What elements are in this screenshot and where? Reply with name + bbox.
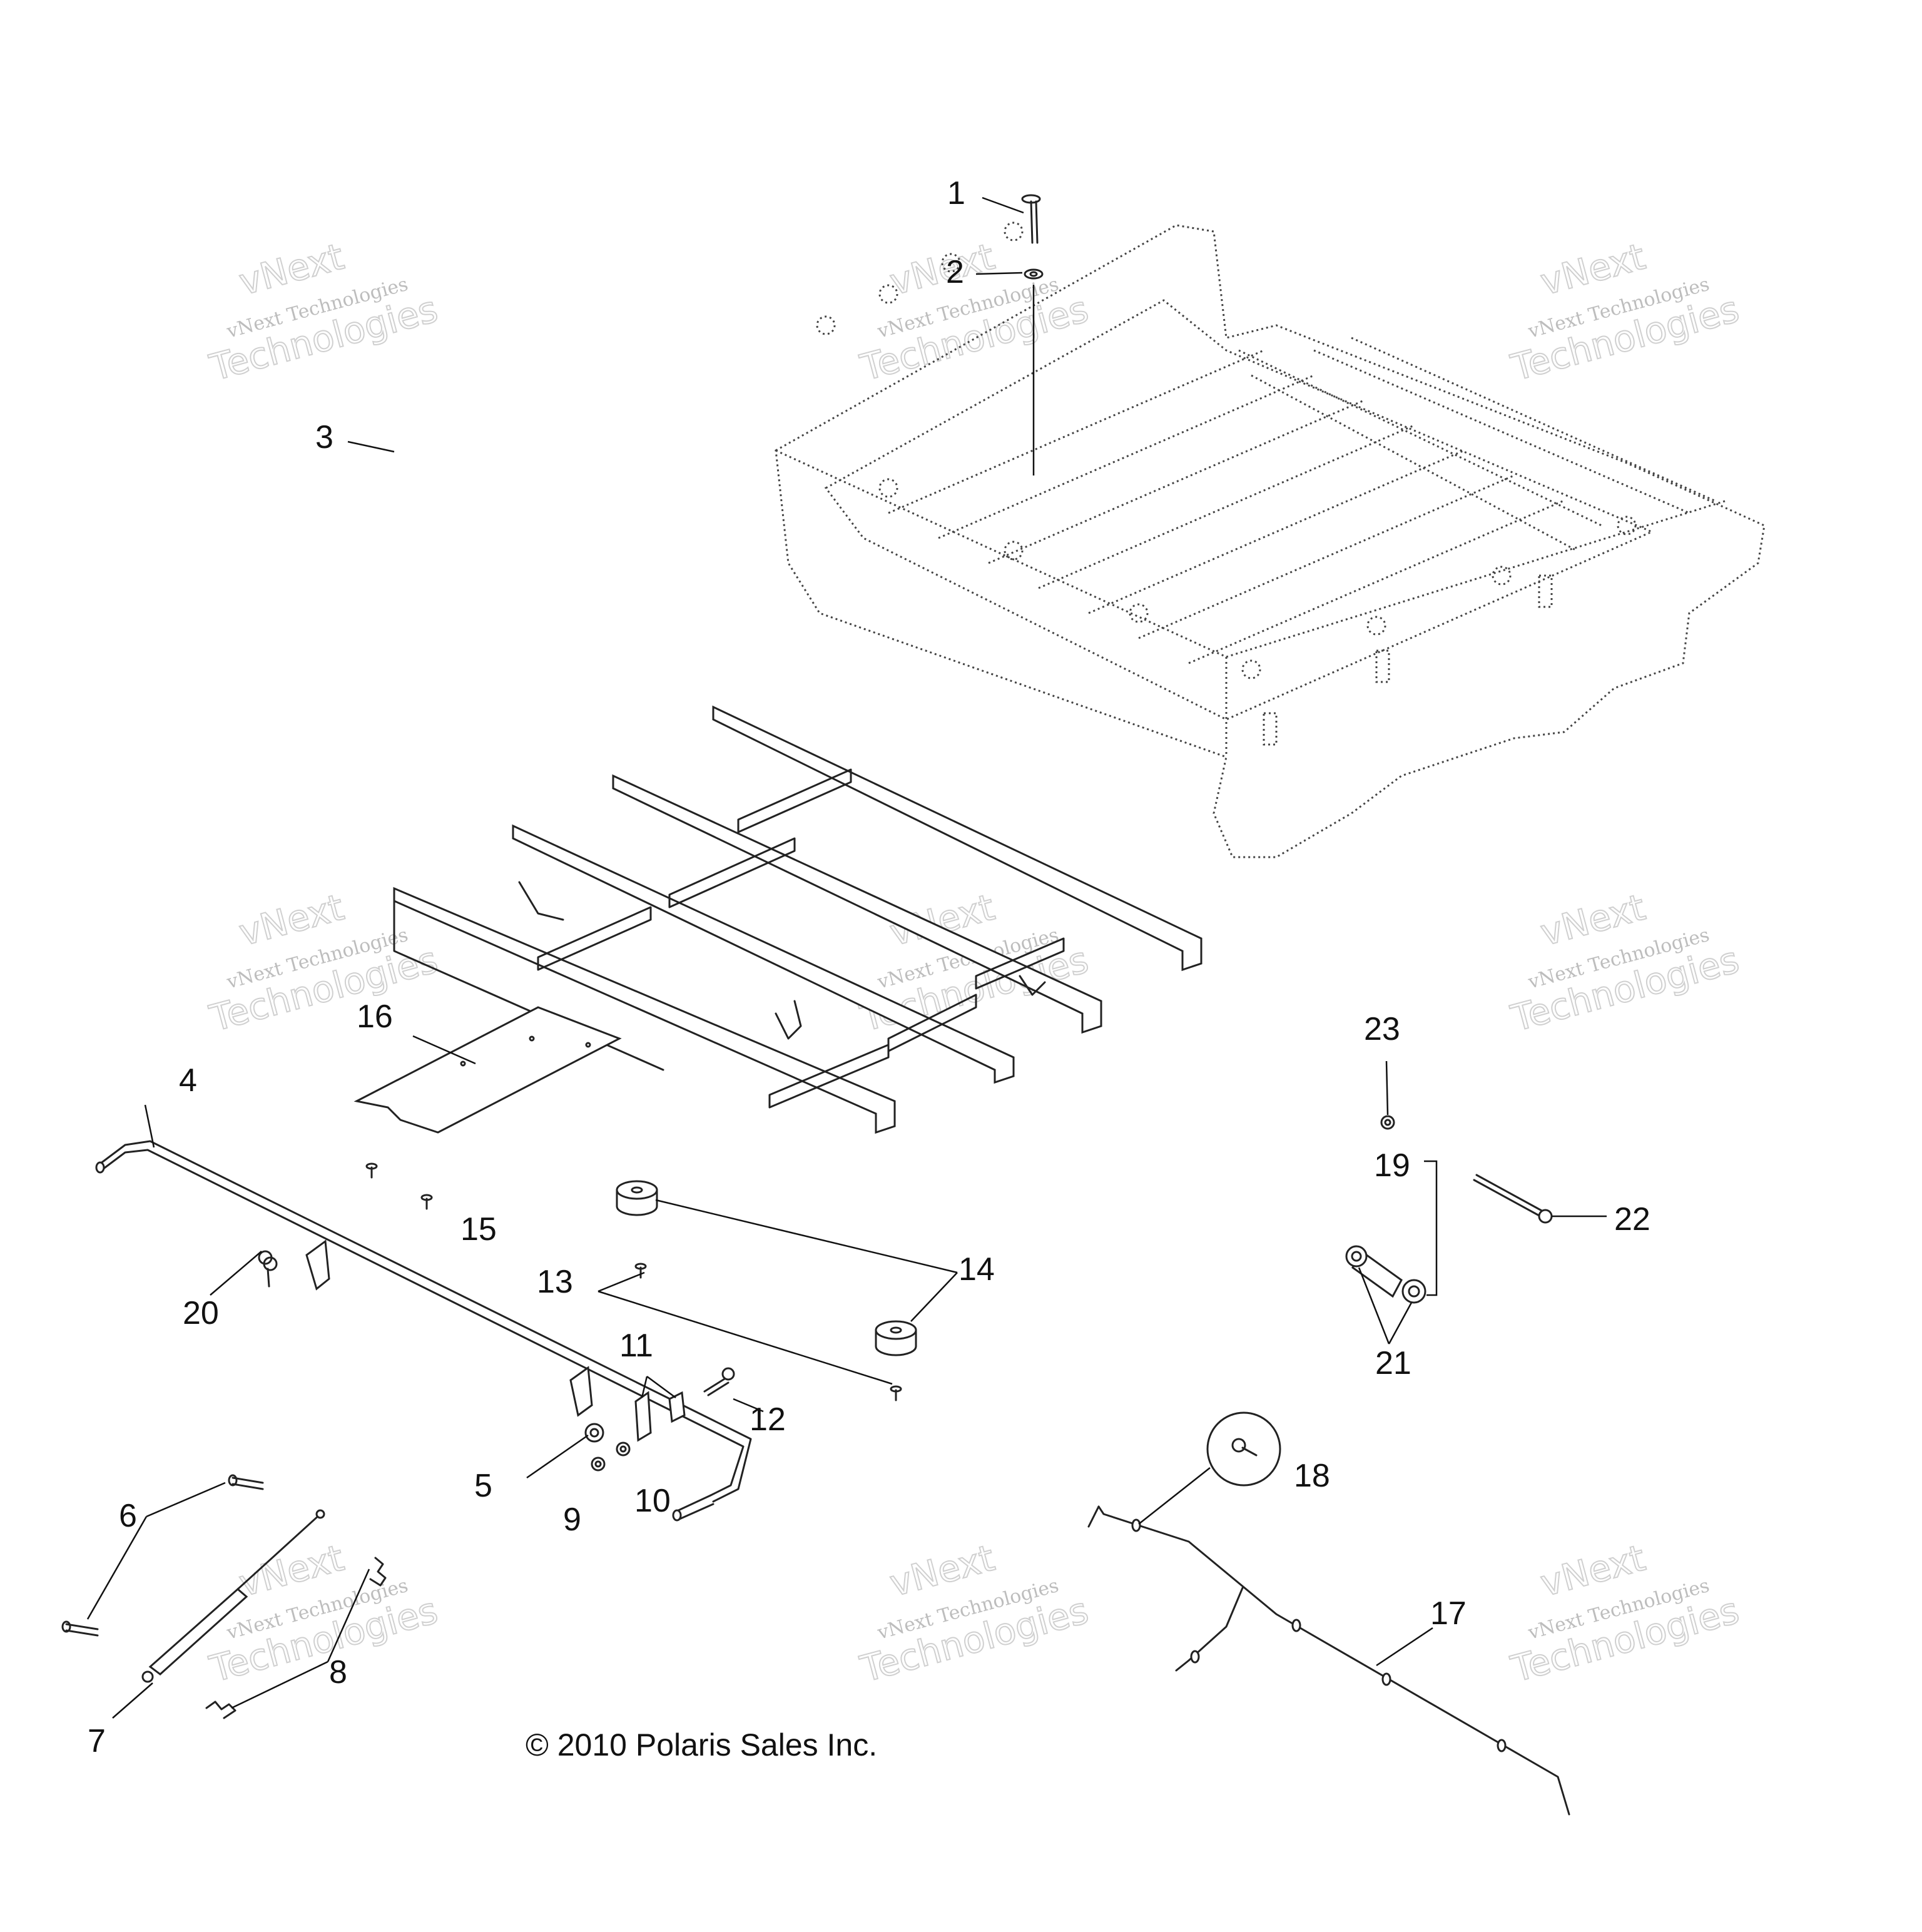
bolt-1: [1021, 194, 1041, 244]
watermark-mid-right: vNext vNext Technologies Technologies: [1506, 885, 1744, 1040]
callout-13: 13: [537, 1264, 573, 1300]
callout-23: 23: [1364, 1011, 1400, 1047]
callout-19: 19: [1374, 1147, 1410, 1184]
callouts: 1 2 3 4 5 6 7 8 9 10 11 12 13 14 15 16 1…: [88, 175, 1650, 1759]
plate-16: [353, 1006, 622, 1134]
screw-15a: [365, 1162, 378, 1179]
gas-strut-7: [141, 1509, 325, 1683]
copyright-notice: © 2010 Polaris Sales Inc.: [526, 1727, 877, 1762]
washer-10: [616, 1441, 631, 1457]
watermark-top-right: vNext vNext Technologies Technologies: [1506, 235, 1744, 390]
screw-15b: [420, 1194, 433, 1210]
callout-7: 7: [88, 1723, 106, 1759]
clip-8b: [205, 1701, 236, 1719]
watermark-top-center: vNext vNext Technologies Technologies: [855, 235, 1093, 390]
pin-6: [61, 1474, 264, 1637]
callout-17: 17: [1430, 1595, 1467, 1632]
callout-5: 5: [474, 1468, 492, 1504]
bumper-14a: [616, 1180, 658, 1216]
callout-6: 6: [119, 1498, 137, 1534]
bushing-21a: [1345, 1245, 1368, 1268]
bolt-22: [1473, 1174, 1553, 1224]
cargo-box: [775, 221, 1766, 858]
callout-22: 22: [1614, 1201, 1650, 1238]
spring-20: [258, 1250, 278, 1288]
bushing-21b: [1401, 1279, 1426, 1304]
nut-9: [591, 1457, 606, 1472]
callout-2: 2: [946, 254, 964, 290]
watermark-bottom-center: vNext vNext Technologies Technologies: [855, 1536, 1093, 1691]
callout-11: 11: [619, 1328, 653, 1364]
frame-3: [393, 705, 1203, 1134]
leader-lines: [86, 196, 1607, 1719]
bolt-12: [703, 1367, 735, 1396]
screw-13a: [634, 1263, 647, 1279]
callout-18: 18: [1294, 1458, 1330, 1494]
watermark-bottom-right: vNext vNext Technologies Technologies: [1506, 1536, 1744, 1691]
callout-3: 3: [315, 419, 333, 455]
detail-18: [1138, 1411, 1281, 1525]
bumper-14b: [875, 1320, 917, 1356]
callout-12: 12: [750, 1401, 786, 1438]
clip-8a: [369, 1557, 387, 1587]
callout-10: 10: [634, 1483, 671, 1519]
watermark-top-left: vNext vNext Technologies Technologies: [205, 235, 442, 390]
callout-15: 15: [460, 1211, 497, 1248]
lift-bar-4: [95, 1140, 752, 1522]
callout-14: 14: [958, 1251, 995, 1288]
washer-2: [1024, 268, 1044, 280]
nut-23: [1380, 1115, 1395, 1130]
nut-5: [584, 1423, 604, 1443]
callout-9: 9: [563, 1502, 581, 1538]
bracket-19: [1424, 1160, 1438, 1296]
callout-21: 21: [1375, 1345, 1411, 1381]
cable-17: [1087, 1505, 1570, 1816]
callout-4: 4: [179, 1062, 197, 1099]
callout-20: 20: [183, 1295, 219, 1331]
callout-16: 16: [357, 999, 393, 1035]
callout-1: 1: [947, 175, 965, 211]
screw-13b: [890, 1385, 902, 1401]
callout-8: 8: [329, 1654, 347, 1690]
